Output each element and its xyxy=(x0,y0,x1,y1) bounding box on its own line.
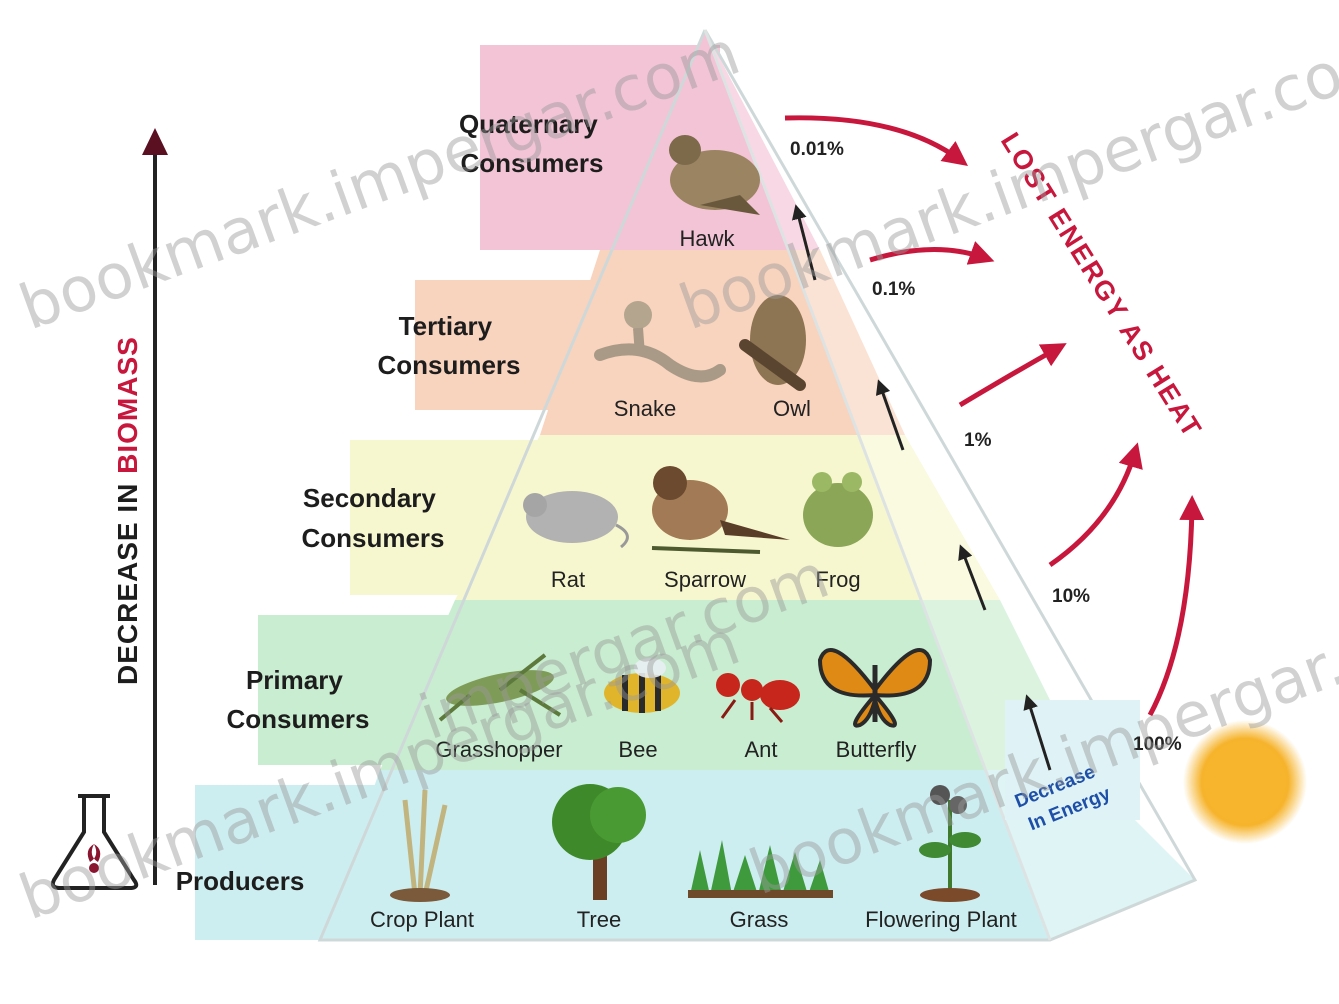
tertiary-label-line1: Tertiary xyxy=(399,311,493,341)
organism-frog: Frog xyxy=(815,567,860,592)
quaternary-label: Quaternary Consumers xyxy=(459,109,605,178)
tree-icon xyxy=(552,784,646,900)
heat-arrow-tertiary xyxy=(869,241,995,265)
crop-plant-icon xyxy=(390,789,450,902)
biomass-axis-label-prefix: DECREASE IN xyxy=(112,474,143,685)
percent-quaternary: 0.01% xyxy=(790,139,844,160)
energy-flow-arrow-1 xyxy=(1023,694,1052,771)
percent-tertiary: 0.1% xyxy=(872,279,915,300)
quaternary-label-line1: Quaternary xyxy=(459,109,598,139)
primary-label: Primary Consumers xyxy=(226,665,369,734)
heat-arrow-producers xyxy=(1147,495,1205,717)
owl-icon xyxy=(739,295,806,391)
organism-bee: Bee xyxy=(618,737,657,762)
organism-grass: Grass xyxy=(730,907,789,932)
heat-arrow-secondary xyxy=(958,343,1067,408)
energy-flow-arrow-4 xyxy=(791,204,817,281)
pyramid-band-tertiary xyxy=(540,250,905,435)
biomass-axis-label-highlight: BIOMASS xyxy=(112,336,143,474)
frog-icon xyxy=(803,472,873,547)
sun-icon xyxy=(1183,720,1307,844)
flowering-plant-icon xyxy=(919,785,981,902)
percent-primary: 10% xyxy=(1052,586,1090,607)
flask-icon xyxy=(50,794,139,890)
ant-icon xyxy=(716,673,800,723)
energy-flow-arrow-2 xyxy=(958,544,987,611)
organism-hawk: Hawk xyxy=(679,226,735,251)
snake-icon xyxy=(594,301,726,383)
organism-flowering-plant: Flowering Plant xyxy=(865,907,1017,932)
tertiary-label: Tertiary Consumers xyxy=(377,311,520,380)
secondary-label-line2: Consumers xyxy=(301,523,444,553)
sparrow-icon xyxy=(651,466,790,554)
organism-sparrow: Sparrow xyxy=(664,567,746,592)
biomass-axis-arrowhead xyxy=(142,128,168,155)
bee-icon xyxy=(604,658,680,713)
heat-arrow-primary xyxy=(1048,442,1143,568)
grass-icon xyxy=(688,840,833,898)
butterfly-icon xyxy=(817,648,933,728)
pyramid-band-quaternary xyxy=(600,30,820,250)
secondary-label-line1: Secondary xyxy=(303,483,436,513)
primary-label-line2: Consumers xyxy=(226,704,369,734)
organism-owl: Owl xyxy=(773,396,811,421)
quaternary-label-line2: Consumers xyxy=(460,148,603,178)
tertiary-label-line2: Consumers xyxy=(377,350,520,380)
rat-icon xyxy=(523,491,629,549)
secondary-label: Secondary Consumers xyxy=(301,483,444,553)
primary-label-line1: Primary xyxy=(246,665,343,695)
heat-arrow-quaternary xyxy=(784,115,969,166)
organism-tree: Tree xyxy=(577,907,621,932)
pyramid-ridge xyxy=(703,29,1052,941)
grasshopper-icon xyxy=(438,653,562,722)
organism-butterfly: Butterfly xyxy=(836,737,917,762)
percent-secondary: 1% xyxy=(964,430,992,451)
organism-snake: Snake xyxy=(614,396,676,421)
energy-flow-arrow-3 xyxy=(875,379,905,451)
organism-ant: Ant xyxy=(744,737,777,762)
organism-crop-plant: Crop Plant xyxy=(370,907,474,932)
percent-producers: 100% xyxy=(1133,734,1182,755)
pyramid-band-secondary xyxy=(455,435,1000,600)
organism-rat: Rat xyxy=(551,567,585,592)
organism-grasshopper: Grasshopper xyxy=(435,737,562,762)
producers-label: Producers xyxy=(176,866,305,896)
biomass-axis-label: DECREASE IN BIOMASS xyxy=(112,336,143,685)
hawk-icon xyxy=(669,135,760,215)
decrease-energy-box xyxy=(1005,700,1140,820)
